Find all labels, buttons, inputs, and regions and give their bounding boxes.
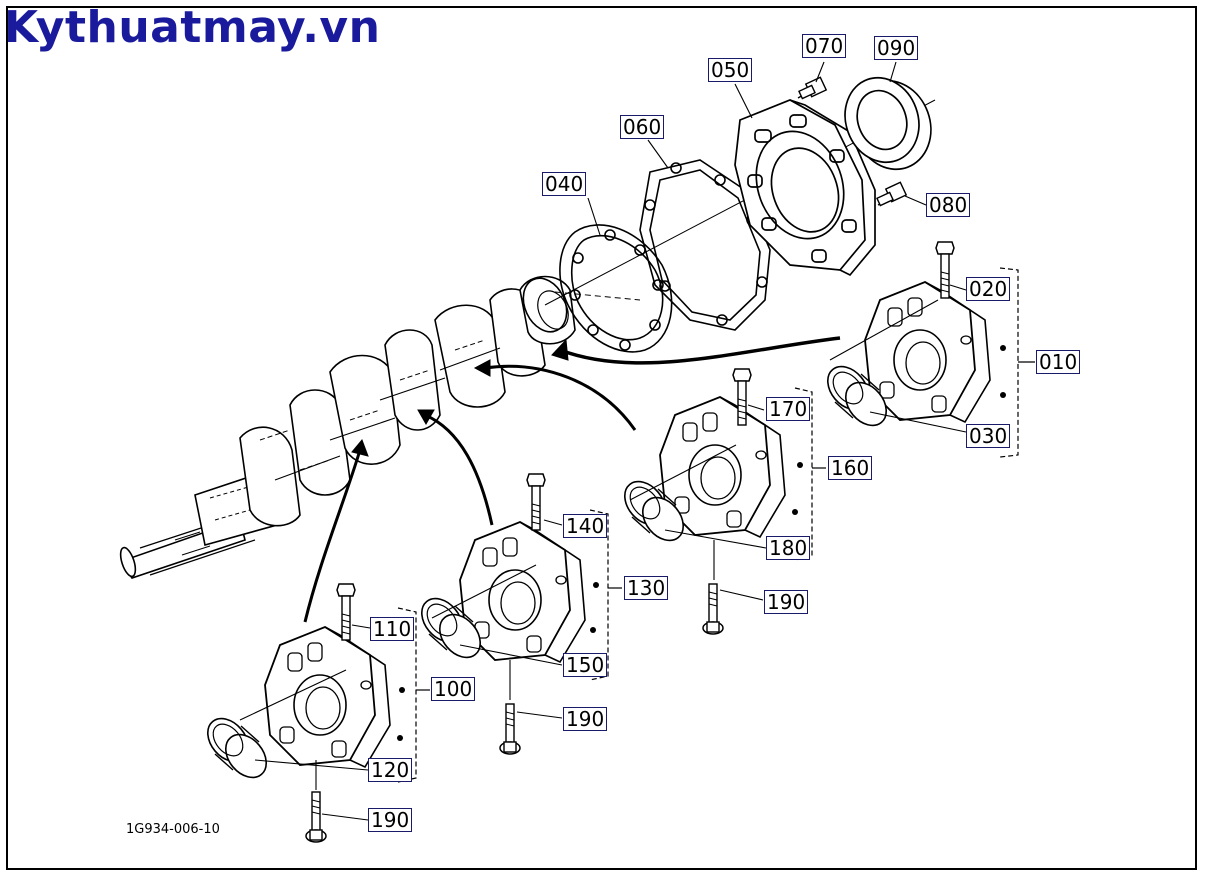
seal-housing-050 (734, 99, 876, 277)
callout-190-b: 190 (563, 707, 608, 731)
callout-140: 140 (563, 514, 608, 538)
callout-030: 030 (966, 424, 1011, 448)
callout-180: 180 (766, 536, 811, 560)
bearing-120 (198, 709, 276, 787)
callout-100: 100 (431, 677, 476, 701)
callout-070: 070 (802, 34, 847, 58)
bracket-dots (397, 345, 1006, 741)
callout-020: 020 (966, 277, 1011, 301)
bolt-190-b (499, 703, 521, 755)
callout-120: 120 (368, 758, 413, 782)
callout-150: 150 (563, 653, 608, 677)
callout-130: 130 (624, 576, 669, 600)
bearing-cap-100 (264, 626, 391, 768)
site-watermark: Kythuatmay.vn (4, 2, 381, 53)
assembly-arrows (303, 336, 841, 623)
callout-010: 010 (1036, 350, 1081, 374)
callout-190-a: 190 (764, 590, 809, 614)
callout-160: 160 (828, 456, 873, 480)
screw-080 (876, 181, 908, 207)
callout-110: 110 (370, 617, 415, 641)
callout-050: 050 (708, 58, 753, 82)
bolt-190-a (702, 583, 724, 635)
oil-seal-090 (844, 76, 932, 171)
callout-090: 090 (874, 36, 919, 60)
bolt-140 (526, 473, 546, 531)
callout-040: 040 (542, 172, 587, 196)
callout-170: 170 (766, 397, 811, 421)
bolt-190-c (305, 791, 327, 843)
screw-070 (797, 76, 828, 100)
leader-lines (239, 61, 967, 821)
callout-060: 060 (620, 115, 665, 139)
crankshaft (119, 275, 576, 579)
bolt-110 (336, 583, 356, 641)
callout-080: 080 (926, 193, 971, 217)
drawing-code: 1G934-006-10 (126, 822, 220, 837)
callout-190-c: 190 (368, 808, 413, 832)
